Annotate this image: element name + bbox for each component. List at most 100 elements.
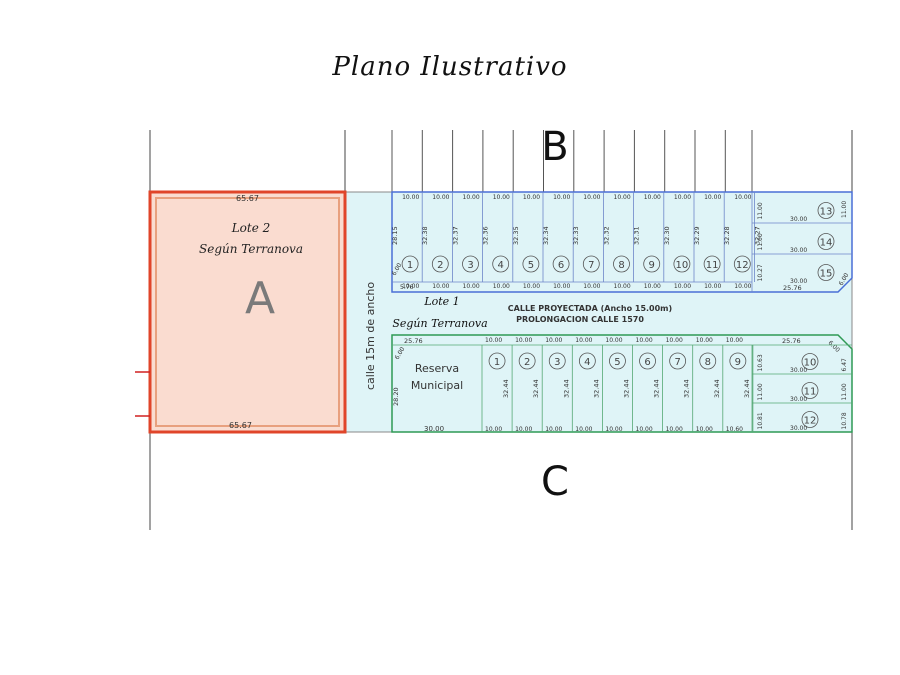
- upper-lot-marker: [522, 255, 540, 273]
- lower-lot-frontage-top: 10.00: [666, 337, 683, 344]
- upper-lot-frontage-bottom: 10.00: [523, 283, 540, 290]
- lower-lot-frontage-bottom: 10.00: [485, 426, 502, 433]
- lower-lot-frontage-bottom: 10.00: [696, 426, 713, 433]
- lower-lot-number: 2: [524, 357, 530, 368]
- upper-lot-depth: 32.36: [482, 226, 490, 245]
- upper-lot-frontage-bottom: 10.00: [734, 283, 751, 290]
- lote-1-label: Lote 1: [423, 295, 459, 308]
- upper-lot-depth: 32.32: [602, 226, 610, 245]
- lower-lot-number: 7: [674, 357, 680, 368]
- upper-lot-depth: 32.38: [421, 226, 429, 245]
- lower-side-length: 30.00: [790, 367, 807, 374]
- upper-side-number: 13: [820, 207, 833, 218]
- lower-lot-number: 9: [735, 357, 741, 368]
- lower-lot-depth: 32.44: [683, 379, 691, 398]
- upper-lot-frontage-bottom: 10.00: [614, 283, 631, 290]
- lower-lot-frontage-bottom: 10.00: [515, 426, 532, 433]
- upper-side-marker: [817, 264, 835, 281]
- upper-lot-marker: [673, 255, 691, 273]
- lower-lot-number: 3: [554, 357, 560, 368]
- lower-side-length: 30.00: [790, 425, 807, 432]
- upper-side-number: 15: [820, 269, 833, 280]
- upper-lot-marker: [733, 255, 751, 273]
- upper-lot-frontage-top: 10.00: [704, 194, 721, 201]
- lower-lot-marker: [729, 352, 747, 370]
- lower-lot-frontage-top: 10.00: [726, 337, 743, 344]
- upper-lot-number: 12: [736, 260, 749, 271]
- upper-lot-number: 1: [407, 260, 413, 271]
- lower-lot-number: 8: [705, 357, 711, 368]
- reserva-sublabel: Municipal: [411, 379, 463, 392]
- upper-lot-marker: [401, 255, 419, 273]
- upper-lot-marker: [582, 255, 600, 273]
- upper-lot-depth: 32.29: [693, 226, 701, 245]
- lower-block-outline: [391, 334, 853, 433]
- prolongacion-label: PROLONGACION CALLE 1570: [516, 315, 644, 324]
- upper-lot-number: 8: [618, 260, 624, 271]
- upper-lot-marker: [643, 255, 661, 273]
- upper-lot-number: 7: [588, 260, 594, 271]
- lower-side-right-width: 6.47: [841, 358, 848, 372]
- lower-side-marker: [801, 411, 819, 428]
- upper-lot-marker: [703, 255, 721, 273]
- lower-lot-frontage-top: 10.00: [636, 337, 653, 344]
- upper-lot-frontage-top: 10.00: [493, 194, 510, 201]
- lower-side-marker: [801, 353, 819, 370]
- lower-lot-frontage-bottom: 10.00: [636, 426, 653, 433]
- plan-title: Plano Ilustrativo: [332, 52, 568, 82]
- upper-lot-frontage-bottom: 10.00: [463, 283, 480, 290]
- street-area: [344, 191, 853, 433]
- upper-lot-marker: [492, 255, 510, 273]
- lower-side-marker: [801, 382, 819, 399]
- upper-side-width: 11.00: [757, 233, 764, 250]
- lower-lot-marker: [639, 352, 656, 370]
- lower-lot-depth: 32.44: [713, 379, 721, 398]
- lower-lot-frontage-top: 10.00: [696, 337, 713, 344]
- upper-lot-depth: 28.15: [391, 226, 399, 245]
- upper-lot-depth: 32.31: [633, 226, 641, 245]
- upper-lot-frontage-top: 10.00: [432, 194, 449, 201]
- upper-lot-frontage-top: 10.00: [402, 194, 419, 201]
- upper-lot-frontage-bottom: 10.00: [674, 283, 691, 290]
- reserva-depth: 28.20: [392, 387, 400, 406]
- lower-lot-frontage-bottom: 10.00: [545, 426, 562, 433]
- upper-lot-marker: [431, 255, 449, 273]
- lower-side-length: 30.00: [790, 396, 807, 403]
- upper-side-width: 11.00: [757, 202, 764, 219]
- upper-lot-frontage-bottom: 10.00: [704, 283, 721, 290]
- lote-a-top-dim: 65.67: [236, 194, 259, 203]
- upper-block-outline: [391, 191, 853, 293]
- upper-side-width: 10.27: [757, 264, 764, 281]
- upper-front-left: 5.76: [400, 284, 414, 291]
- lower-lot-number: 5: [614, 357, 620, 368]
- upper-side-length: 30.00: [790, 216, 807, 223]
- reserva-bottom: 30.00: [424, 425, 444, 433]
- upper-lot-number: 9: [649, 260, 655, 271]
- reserva-front: 25.76: [404, 337, 423, 345]
- lower-lot-depth: 32.44: [743, 379, 751, 398]
- upper-lot-frontage-bottom: 10.00: [644, 283, 661, 290]
- lower-lot-frontage-top: 10.00: [515, 337, 532, 344]
- left-markers: [135, 371, 150, 417]
- upper-lot-frontage-top: 10.00: [553, 194, 570, 201]
- upper-lot-frontage-top: 10.00: [583, 194, 600, 201]
- upper-lot-number: 5: [528, 260, 534, 271]
- lower-side-right-width: 10.78: [841, 412, 848, 429]
- upper-lot-frontage-top: 10.00: [523, 194, 540, 201]
- upper-lot-frontage-bottom: 10.00: [493, 283, 510, 290]
- block-b-letter: B: [541, 124, 568, 170]
- upper-lot-depth: 32.30: [663, 226, 671, 245]
- upper-lot-number: 11: [706, 260, 719, 271]
- lower-lots-group: 132.4410.0010.00232.4410.0010.00332.4410…: [392, 337, 852, 433]
- lower-lot-depth: 32.44: [623, 379, 631, 398]
- upper-lot-number: 4: [498, 260, 504, 271]
- upper-lot-number: 3: [467, 260, 473, 271]
- lower-lot-marker: [548, 352, 566, 370]
- lower-side-number: 11: [804, 387, 817, 398]
- upper-lot-depth: 32.34: [542, 226, 550, 245]
- upper-lot-marker: [552, 255, 570, 273]
- lower-lot-frontage-bottom: 10.00: [575, 426, 592, 433]
- upper-grid-lines: [391, 130, 753, 192]
- upper-lot-frontage-top: 10.00: [644, 194, 661, 201]
